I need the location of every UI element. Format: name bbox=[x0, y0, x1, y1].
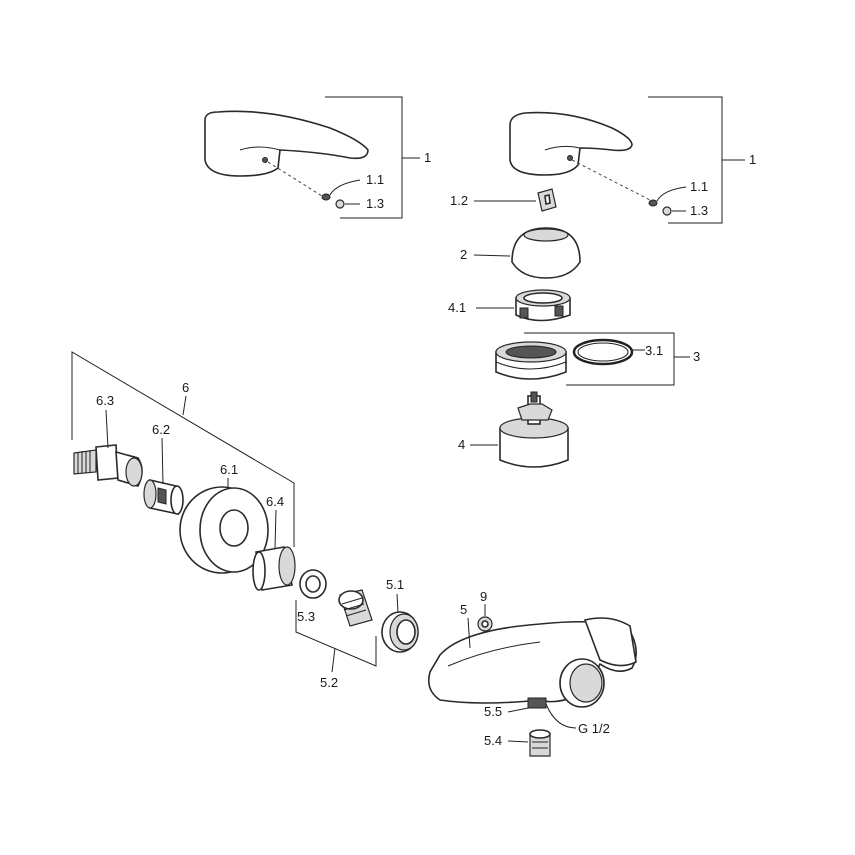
label-6-4: 6.4 bbox=[266, 494, 284, 509]
label-5-3: 5.3 bbox=[297, 609, 315, 624]
label-1-right: 1 bbox=[749, 152, 756, 167]
label-5-4: 5.4 bbox=[484, 733, 502, 748]
label-6: 6 bbox=[182, 380, 189, 395]
label-3-1: 3.1 bbox=[645, 343, 663, 358]
cap-left-1-3 bbox=[335, 199, 345, 209]
label-4-1: 4.1 bbox=[448, 300, 466, 315]
retaining-ring-4-1 bbox=[515, 289, 571, 322]
threaded-connector-6-3 bbox=[73, 444, 143, 487]
union-nut-5-1 bbox=[381, 611, 419, 653]
spout-body-5 bbox=[427, 617, 637, 709]
label-5: 5 bbox=[460, 602, 467, 617]
label-6-1: 6.1 bbox=[220, 462, 238, 477]
label-2: 2 bbox=[460, 247, 467, 262]
label-4: 4 bbox=[458, 437, 465, 452]
aerator-5-4 bbox=[529, 729, 551, 757]
label-5-1: 5.1 bbox=[386, 577, 404, 592]
lever-handle-right bbox=[509, 111, 651, 201]
filter-sleeve-6-2 bbox=[143, 478, 184, 516]
screw-left-1-1 bbox=[321, 193, 331, 201]
insert-1-2 bbox=[537, 188, 557, 212]
label-1-3-right: 1.3 bbox=[690, 203, 708, 218]
washer-5-3 bbox=[299, 569, 327, 599]
screw-right-1-1 bbox=[648, 199, 658, 207]
label-1-3-left: 1.3 bbox=[366, 196, 384, 211]
label-5-5: 5.5 bbox=[484, 704, 502, 719]
label-1-1-left: 1.1 bbox=[366, 172, 384, 187]
threaded-nipple bbox=[338, 589, 373, 627]
extension-sleeve-6-4 bbox=[252, 546, 296, 591]
cartridge-4 bbox=[499, 391, 569, 468]
label-g-1-2: G 1/2 bbox=[578, 721, 610, 736]
cover-rosette-6-1 bbox=[179, 486, 269, 574]
cap-right-1-3 bbox=[662, 206, 672, 216]
label-1-2: 1.2 bbox=[450, 193, 468, 208]
label-9: 9 bbox=[480, 589, 487, 604]
o-ring-3-1 bbox=[572, 338, 634, 366]
label-6-3: 6.3 bbox=[96, 393, 114, 408]
seal-ring-3 bbox=[495, 341, 567, 380]
label-3: 3 bbox=[693, 349, 700, 364]
label-5-2: 5.2 bbox=[320, 675, 338, 690]
label-1-left: 1 bbox=[424, 150, 431, 165]
label-1-1-right: 1.1 bbox=[690, 179, 708, 194]
label-6-2: 6.2 bbox=[152, 422, 170, 437]
lever-handle-left bbox=[204, 110, 369, 197]
dome-cap-2 bbox=[511, 227, 581, 279]
plug-9 bbox=[477, 616, 493, 632]
